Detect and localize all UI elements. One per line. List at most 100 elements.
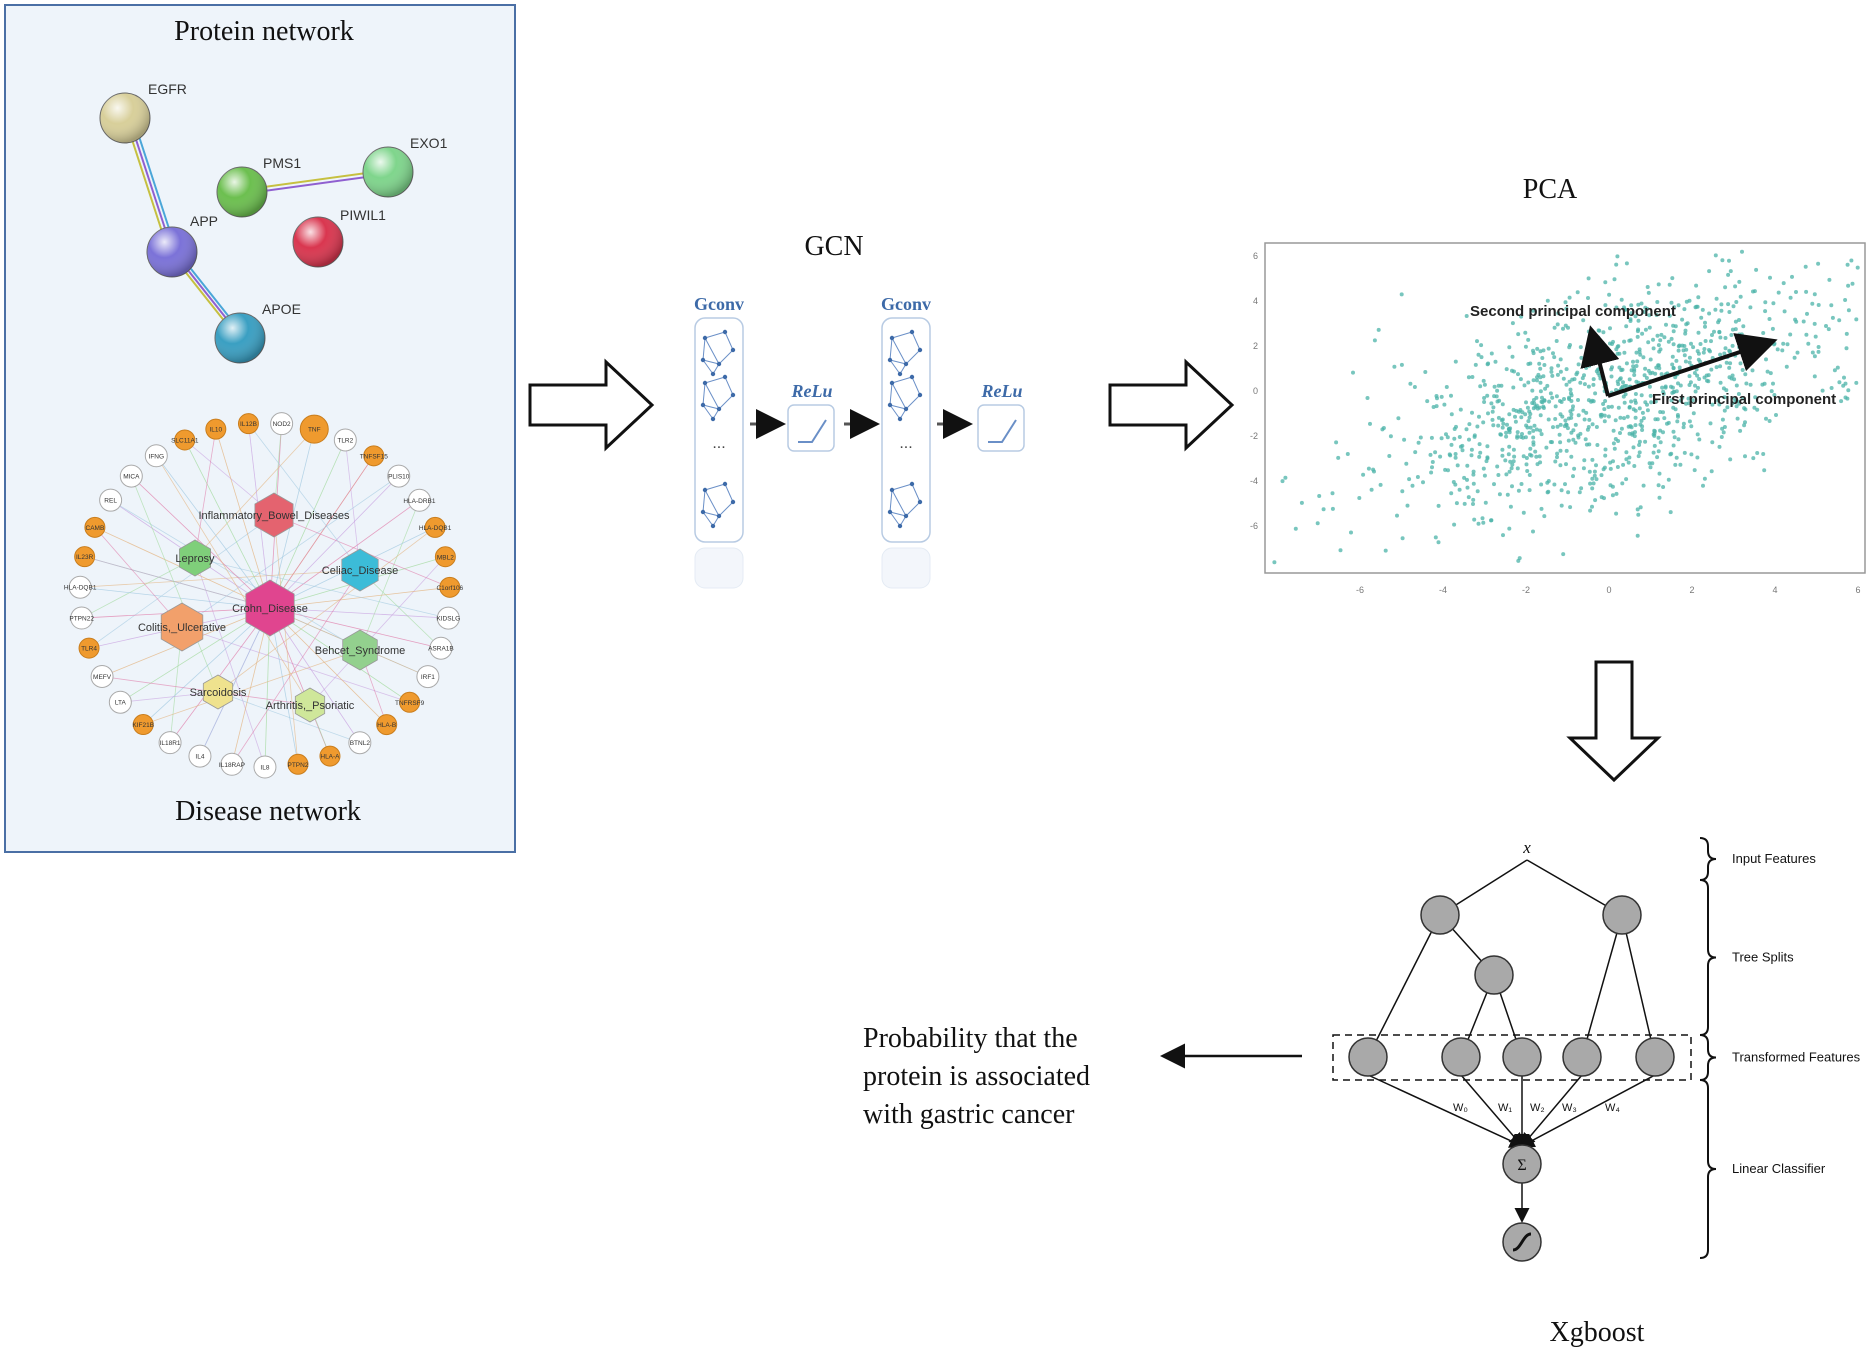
pca-point [1510, 462, 1515, 467]
pca-point [1648, 393, 1653, 398]
pca-point [1438, 454, 1443, 459]
pca-point [1627, 405, 1632, 409]
disease-edge [142, 607, 271, 725]
pca-point [1658, 410, 1663, 414]
pca-point [1655, 455, 1660, 460]
pca-point [1675, 419, 1680, 424]
pca-point [1723, 336, 1728, 340]
gene-label: IFNG [149, 453, 165, 460]
pca-point [1624, 477, 1629, 482]
pca-point [1673, 324, 1678, 329]
graph-edge [889, 489, 893, 513]
pca-point [1546, 346, 1551, 351]
graph-edge [704, 483, 726, 491]
gene-label: IL23R [76, 554, 94, 561]
pca-point [1618, 431, 1622, 435]
pca-point [1410, 483, 1415, 488]
pca-point [1293, 526, 1298, 531]
pca-point [1524, 423, 1529, 428]
pca-point [1569, 415, 1574, 420]
graph-edge [704, 489, 720, 517]
graph-edge [724, 483, 734, 503]
pca-point [1602, 413, 1607, 418]
pca-point [1714, 296, 1719, 301]
pca-point [1843, 298, 1848, 302]
disease-hub-icon [294, 687, 326, 723]
pca-point [1620, 481, 1625, 486]
pca-y-tick: -2 [1250, 431, 1258, 441]
pca-point [1638, 422, 1643, 427]
pca-point [1478, 384, 1483, 389]
pca-point [1718, 335, 1723, 340]
pca-point [1632, 373, 1637, 377]
pca-point [1521, 454, 1526, 459]
pca-point [1606, 414, 1611, 419]
pca-point [1669, 300, 1674, 305]
pca-point [1729, 333, 1734, 337]
pca-point [1471, 472, 1476, 477]
output-line-1: Probability that the [863, 1023, 1078, 1054]
gene-label: IL10 [209, 427, 222, 434]
pca-point [1539, 399, 1544, 404]
pca-point [1515, 466, 1520, 471]
pca-point [1667, 313, 1672, 318]
pca-point [1722, 351, 1727, 356]
pca-point [1436, 503, 1441, 508]
pca-point [1647, 384, 1652, 389]
pca-point [1804, 289, 1809, 294]
pca-point [1578, 380, 1583, 385]
gene-node-icon [70, 606, 94, 630]
disease-edge [143, 649, 361, 725]
pca-point [1614, 347, 1619, 352]
pca-point [1553, 404, 1558, 409]
pca-point [1771, 381, 1775, 386]
pca-point [1280, 479, 1285, 484]
pca-point [1579, 355, 1584, 360]
pca-point [1531, 529, 1535, 534]
pca-point [1792, 355, 1797, 360]
pca-point [1482, 400, 1487, 404]
pca-point [1719, 308, 1724, 313]
pca-point [1525, 405, 1530, 410]
pca-point [1558, 422, 1563, 427]
gene-label: REL [104, 498, 117, 505]
pca-point [1587, 342, 1592, 347]
pca-point [1524, 462, 1529, 467]
pca-point [1707, 269, 1712, 274]
pca-point [1609, 374, 1614, 379]
graph-node [889, 335, 895, 341]
pca-point [1763, 309, 1768, 314]
pca-point [1516, 332, 1521, 337]
pca-point [1676, 303, 1681, 308]
pca-point [1559, 400, 1564, 404]
pca-point [1400, 489, 1405, 494]
pca-y-tick: -6 [1250, 521, 1258, 531]
pca-point [1399, 292, 1404, 297]
pca-point [1366, 466, 1371, 471]
pca-point [1810, 350, 1815, 355]
pca-point [1672, 435, 1677, 440]
pca-x-tick: -6 [1356, 585, 1364, 595]
pca-point [1545, 383, 1550, 388]
pca-point [1637, 450, 1642, 455]
pca-point [1566, 490, 1571, 495]
tree-node-1-icon [1602, 895, 1642, 935]
graph-node [887, 357, 893, 363]
pca-point [1528, 452, 1532, 457]
pca-point [1727, 348, 1732, 353]
pca-point [1769, 389, 1774, 394]
pca-point [1563, 323, 1568, 328]
pca-point [1544, 445, 1549, 450]
pca-point [1673, 375, 1678, 380]
pca-point [1378, 482, 1383, 487]
pca-point [1570, 407, 1575, 412]
first-component-arrow-icon [1607, 333, 1778, 398]
pca-point [1586, 329, 1591, 334]
pca-point [1507, 469, 1512, 474]
pca-point [1628, 319, 1633, 323]
pca-point [1455, 463, 1460, 468]
pca-point [1695, 373, 1700, 378]
pca-point [1816, 261, 1821, 266]
relu-box-1 [787, 404, 835, 452]
